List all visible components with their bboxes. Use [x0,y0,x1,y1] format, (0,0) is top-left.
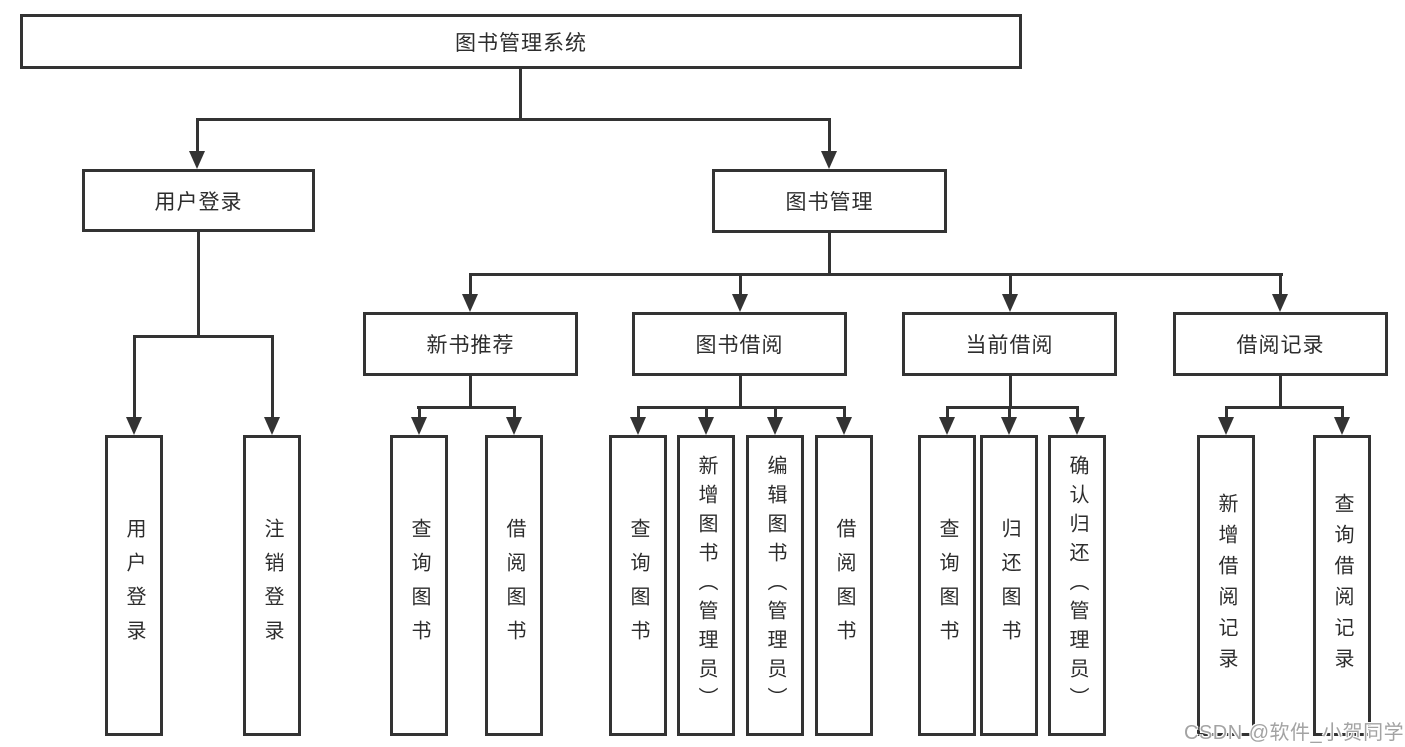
arrowhead-down-icon [264,417,280,435]
arrowhead-down-icon [836,417,852,435]
connector-line [197,232,200,335]
leaf-query-books-borrowing: 查询图书 [609,435,667,736]
connector-line [1009,376,1012,407]
connector-line [637,406,640,420]
leaf-label: 查询图书 [627,517,649,654]
arrowhead-down-icon [462,294,478,312]
connector-line [946,406,1078,409]
arrowhead-down-icon [1334,417,1350,435]
connector-line [519,69,522,118]
connector-line [843,406,846,420]
connector-line [828,233,831,273]
leaf-confirm-return-admin: 确认归还（管理员） [1048,435,1106,736]
leaf-label: 借阅图书 [503,517,525,654]
connector-line [1225,406,1228,420]
node-new-book-recommendation: 新书推荐 [363,312,578,376]
leaf-label: 查询图书 [936,517,958,654]
connector-line [133,335,136,419]
csdn-watermark: CSDN @软件_小贺同学 [1184,722,1405,744]
connector-line [133,335,274,338]
leaf-user-login: 用户登录 [105,435,163,736]
arrowhead-down-icon [189,151,205,169]
connector-line [774,406,777,420]
connector-line [1008,406,1011,420]
connector-line [417,406,515,409]
connector-line [1341,406,1344,420]
leaf-query-borrow-record: 查询借阅记录 [1313,435,1371,736]
leaf-label: 注销登录 [261,517,283,654]
node-user-login: 用户登录 [82,169,315,232]
connector-line [418,406,421,420]
connector-line [637,406,845,409]
leaf-query-books-recommend: 查询图书 [390,435,448,736]
arrowhead-down-icon [630,417,646,435]
leaf-edit-books-admin: 编辑图书（管理员） [746,435,804,736]
connector-line [705,406,708,420]
connector-line [1009,273,1012,297]
leaf-return-books: 归还图书 [980,435,1038,736]
arrowhead-down-icon [126,417,142,435]
connector-line [828,118,831,154]
leaf-label: 查询图书 [408,517,430,654]
connector-line [1225,406,1343,409]
connector-line [469,273,472,297]
leaf-label: 新增借阅记录 [1215,492,1237,679]
connector-line [1076,406,1079,420]
leaf-borrow-books-borrowing: 借阅图书 [815,435,873,736]
leaf-label: 确认归还（管理员） [1066,455,1088,716]
connector-line [1279,376,1282,407]
arrowhead-down-icon [767,417,783,435]
connector-line [196,118,831,121]
leaf-add-borrow-record: 新增借阅记录 [1197,435,1255,736]
arrowhead-down-icon [732,294,748,312]
arrowhead-down-icon [1218,417,1234,435]
arrowhead-down-icon [698,417,714,435]
arrowhead-down-icon [1001,417,1017,435]
arrowhead-down-icon [1272,294,1288,312]
node-root: 图书管理系统 [20,14,1022,69]
connector-line [271,335,274,419]
leaf-label: 归还图书 [998,517,1020,654]
node-book-management: 图书管理 [712,169,947,233]
leaf-logout: 注销登录 [243,435,301,736]
connector-line [739,376,742,407]
node-borrowing-records: 借阅记录 [1173,312,1388,376]
connector-line [739,273,742,297]
leaf-label: 新增图书（管理员） [695,455,717,716]
leaf-label: 用户登录 [123,517,145,654]
connector-line [469,376,472,407]
connector-line [513,406,516,420]
connector-line [196,118,199,154]
leaf-label: 查询借阅记录 [1331,492,1353,679]
arrowhead-down-icon [506,417,522,435]
connector-line [469,273,1283,276]
node-book-borrowing: 图书借阅 [632,312,847,376]
arrowhead-down-icon [1002,294,1018,312]
node-current-borrowing: 当前借阅 [902,312,1117,376]
arrowhead-down-icon [1069,417,1085,435]
leaf-label: 借阅图书 [833,517,855,654]
leaf-add-books-admin: 新增图书（管理员） [677,435,735,736]
arrowhead-down-icon [821,151,837,169]
arrowhead-down-icon [939,417,955,435]
connector-line [946,406,949,420]
arrowhead-down-icon [411,417,427,435]
connector-line [1279,273,1282,297]
leaf-label: 编辑图书（管理员） [764,455,786,716]
leaf-query-books-current: 查询图书 [918,435,976,736]
leaf-borrow-books-recommend: 借阅图书 [485,435,543,736]
